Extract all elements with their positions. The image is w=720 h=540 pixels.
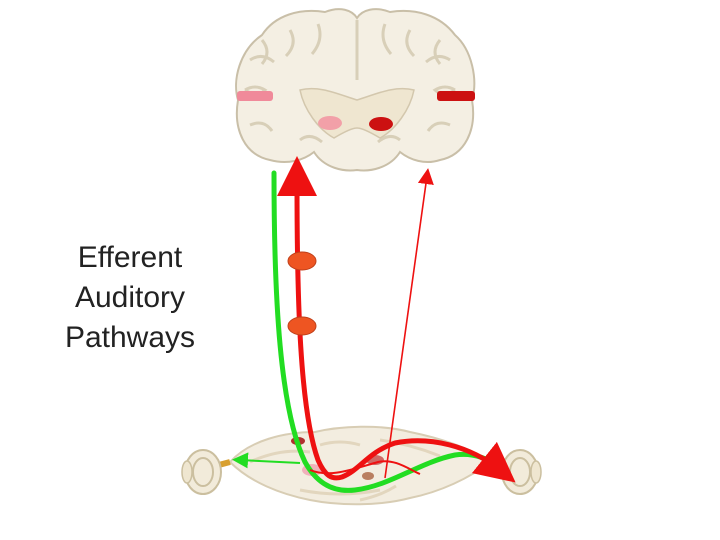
cochlea-right-icon xyxy=(501,449,542,495)
cochlea-left-icon xyxy=(181,449,222,495)
green-efferent-branch-left xyxy=(232,452,301,469)
left-auditory-cortex-highlight xyxy=(237,91,273,101)
right-thalamus-highlight xyxy=(369,117,393,131)
green-efferent-pathway xyxy=(271,170,505,493)
thin-red-ascending-pathway xyxy=(384,168,434,479)
left-thalamus-highlight xyxy=(318,116,342,130)
right-auditory-cortex-highlight xyxy=(437,91,475,101)
relay-node-lower xyxy=(287,316,317,336)
coronal-brain-section-icon xyxy=(235,8,476,172)
slide-title: Efferent Auditory Pathways xyxy=(64,241,196,354)
relay-node-upper xyxy=(287,251,317,271)
red-secondary-branch xyxy=(309,460,421,475)
